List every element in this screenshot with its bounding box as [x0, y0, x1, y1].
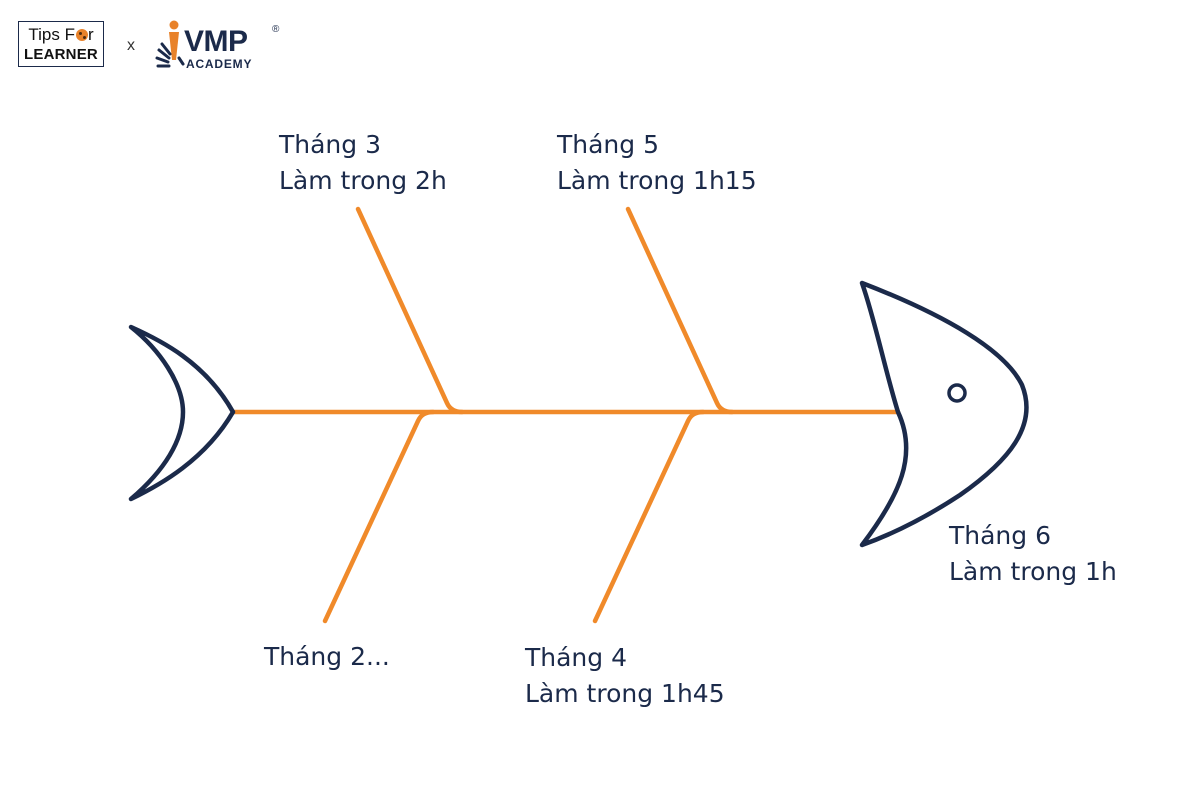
label-month-5-detail: Làm trong 1h15: [557, 166, 757, 195]
tips-for-learner-logo: Tips F r LEARNER: [18, 21, 104, 67]
bone-month-4: [592, 409, 706, 624]
label-month-4-detail: Làm trong 1h45: [525, 679, 725, 708]
bone-month-5: [625, 206, 735, 415]
label-month-6: Tháng 6 Làm trong 1h: [949, 518, 1117, 590]
label-month-3-title: Tháng 3: [279, 130, 382, 159]
logo-tips-text-tail: r: [87, 25, 94, 44]
label-month-4: Tháng 4 Làm trong 1h45: [525, 640, 725, 712]
label-month-5: Tháng 5 Làm trong 1h15: [557, 127, 757, 199]
registered-mark: ®: [272, 24, 280, 35]
vmp-academy-text: ACADEMY: [186, 57, 253, 71]
vmp-mark-icon: [155, 20, 185, 68]
logo-separator: x: [127, 37, 135, 54]
fish-eye: [947, 383, 967, 403]
label-month-5-title: Tháng 5: [557, 130, 660, 159]
label-month-6-title: Tháng 6: [949, 521, 1052, 550]
label-month-2-title: Tháng 2...: [264, 642, 390, 671]
label-month-2: Tháng 2...: [264, 639, 390, 675]
vmp-wordmark: VMP: [184, 25, 248, 58]
label-month-3-detail: Làm trong 2h: [279, 166, 447, 195]
label-month-3: Tháng 3 Làm trong 2h: [279, 127, 447, 199]
fish-head: [859, 280, 1029, 548]
logo-tips-text: Tips F: [28, 25, 75, 44]
label-month-4-title: Tháng 4: [525, 643, 628, 672]
vmp-academy-logo: VMP ® ACADEMY: [155, 20, 290, 72]
bone-month-2: [322, 409, 436, 624]
bone-month-3: [355, 206, 465, 415]
fish-tail: [128, 324, 236, 502]
cookie-icon: [75, 28, 88, 41]
label-month-6-detail: Làm trong 1h: [949, 557, 1117, 586]
logo-learner-text: LEARNER: [24, 46, 98, 63]
